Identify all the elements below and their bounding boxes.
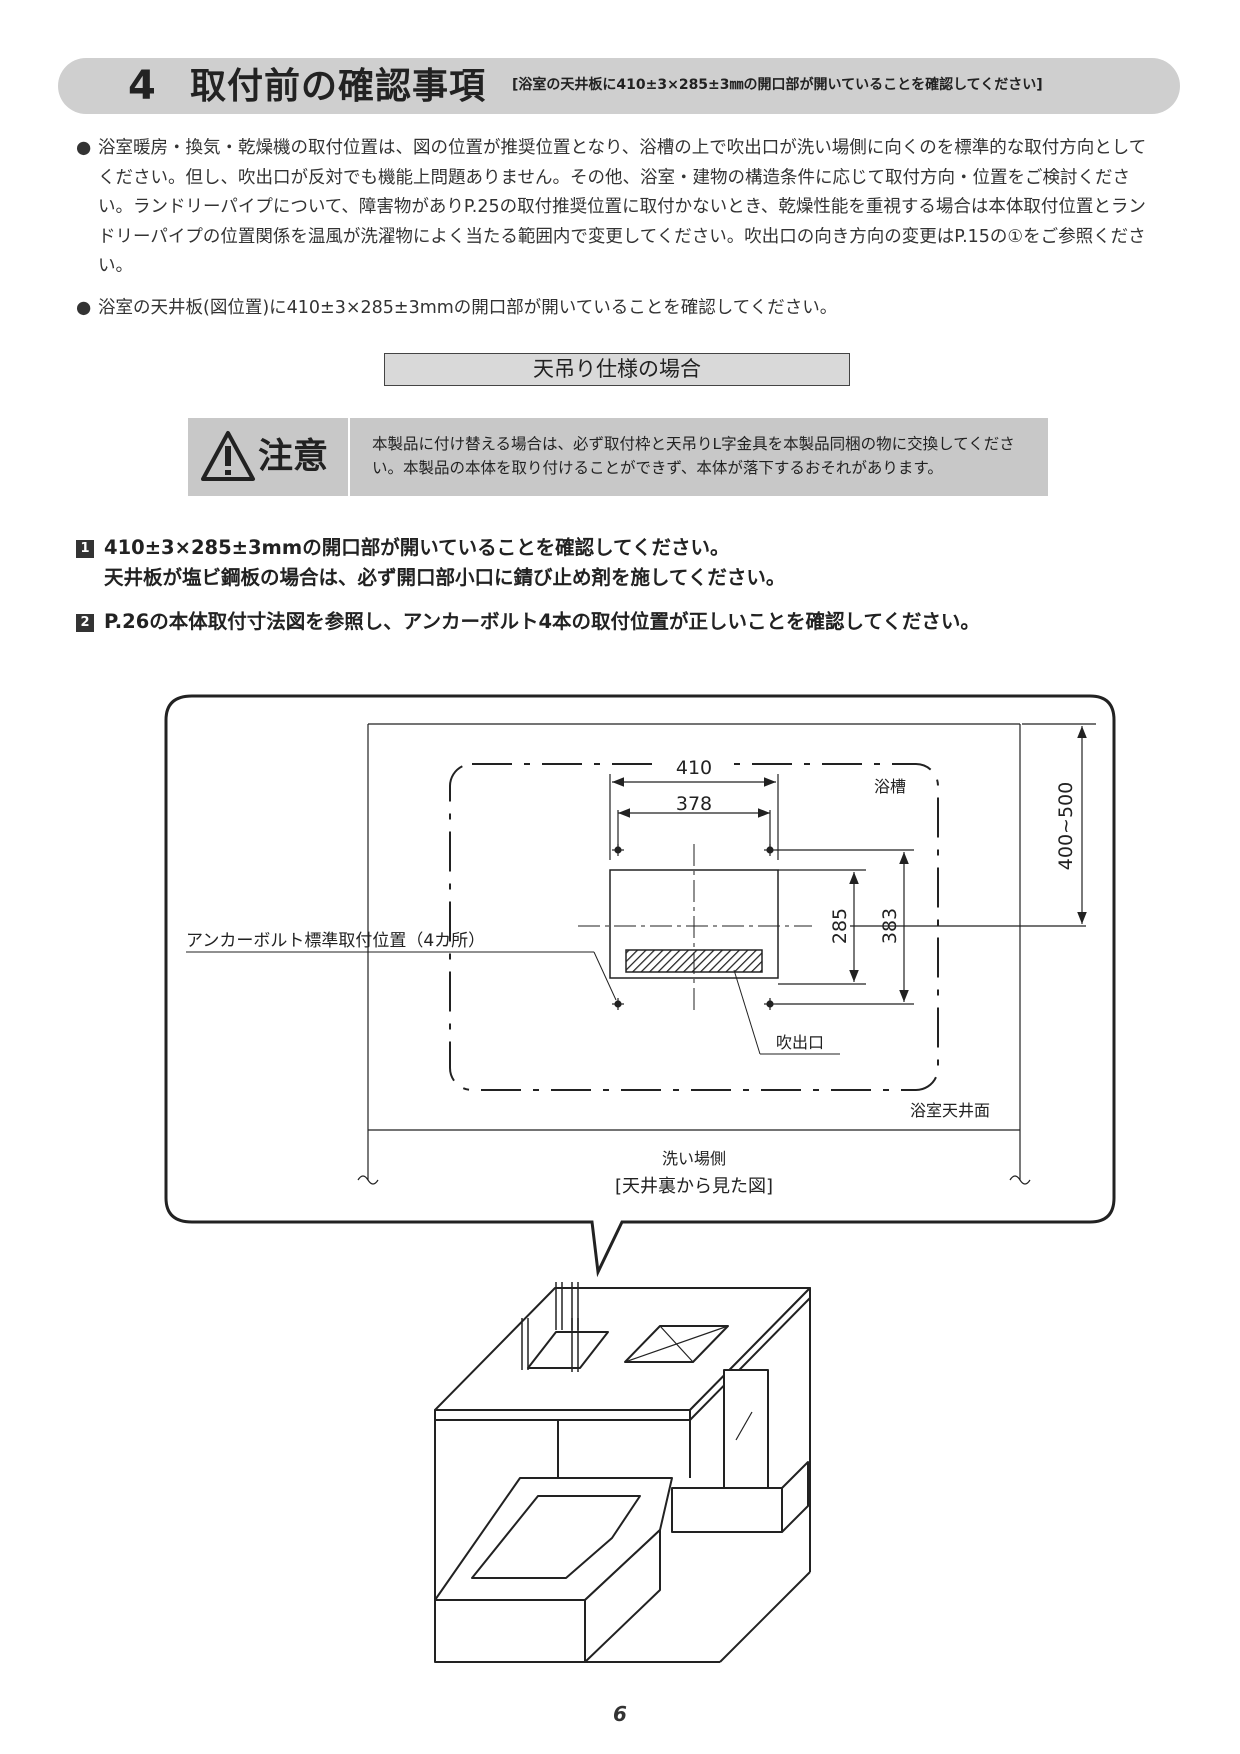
anchor-bolt-label: アンカーボルト標準取付位置（4カ所） [186, 931, 485, 951]
dim-410-label: 410 [676, 757, 712, 779]
outlet-label: 吹出口 [776, 1033, 824, 1052]
step-2: 2 P.26の本体取付寸法図を参照し、アンカーボルト4本の取付位置が正しいことを確… [76, 607, 980, 637]
step-1: 1 410±3×285±3mmの開口部が開いていることを確認してください。 [76, 533, 729, 563]
dim-383-label: 383 [879, 908, 901, 944]
diagram-caption: [天井裏から見た図] [615, 1176, 773, 1197]
ceiling-surface-label: 浴室天井面 [910, 1101, 990, 1120]
paragraph-opening-check: ● 浴室の天井板(図位置)に410±3×285±3mmの開口部が開いていることを… [76, 294, 1158, 324]
paragraph-text: 浴室暖房・換気・乾燥機の取付位置は、図の位置が推奨位置となり、浴槽の上で吹出口が… [98, 138, 1147, 276]
washing-side-label: 洗い場側 [662, 1149, 726, 1168]
dim-400-500-label: 400~500 [1055, 782, 1077, 870]
step-1-line-2: 天井板が塩ビ鋼板の場合は、必ず開口部小口に錆び止め剤を施してください。 [104, 566, 786, 589]
paragraph-text: 浴室の天井板(図位置)に410±3×285±3mmの開口部が開いていることを確認… [98, 298, 838, 318]
bathroom-illustration [434, 1282, 811, 1663]
bathtub-label: 浴槽 [874, 777, 906, 796]
callout-bubble [164, 694, 1116, 1278]
step-2-text: P.26の本体取付寸法図を参照し、アンカーボルト4本の取付位置が正しいことを確認… [104, 610, 980, 633]
dim-285-label: 285 [829, 908, 851, 944]
caution-text-panel [350, 418, 1048, 496]
warning-triangle-icon [201, 431, 255, 481]
bullet-mark: ● [76, 298, 92, 318]
caution-word: 注意 [258, 437, 329, 477]
section-number: 4 [128, 63, 156, 109]
caution-text: 本製品に付け替える場合は、必ず取付枠と天吊りL字金具を本製品同梱の物に交換してく… [372, 435, 1015, 477]
suspension-spec-label: 天吊り仕様の場合 [384, 353, 850, 386]
step-number-badge: 2 [76, 614, 94, 632]
step-1-text: 410±3×285±3mmの開口部が開いていることを確認してください。 [104, 536, 730, 559]
step-number-badge: 1 [76, 540, 94, 558]
page-number: 6 [613, 1702, 627, 1726]
section-note: [浴室の天井板に410±3×285±3㎜の開口部が開いていることを確認してくださ… [512, 77, 1043, 93]
ceiling-panel [357, 723, 1031, 1185]
anchor-bolts [612, 844, 776, 1010]
paragraph-install-position: ● 浴室暖房・換気・乾燥機の取付位置は、図の位置が推奨位置となり、浴槽の上で吹出… [76, 134, 1158, 282]
section-header-bar [58, 58, 1180, 114]
installation-diagram: 410 378 285 383 400~500 浴槽 アンカーボルト標準取付位置… [164, 694, 1116, 1663]
dim-378-label: 378 [676, 793, 712, 815]
bullet-mark: ● [76, 138, 92, 158]
section-title: 取付前の確認事項 [190, 66, 487, 107]
